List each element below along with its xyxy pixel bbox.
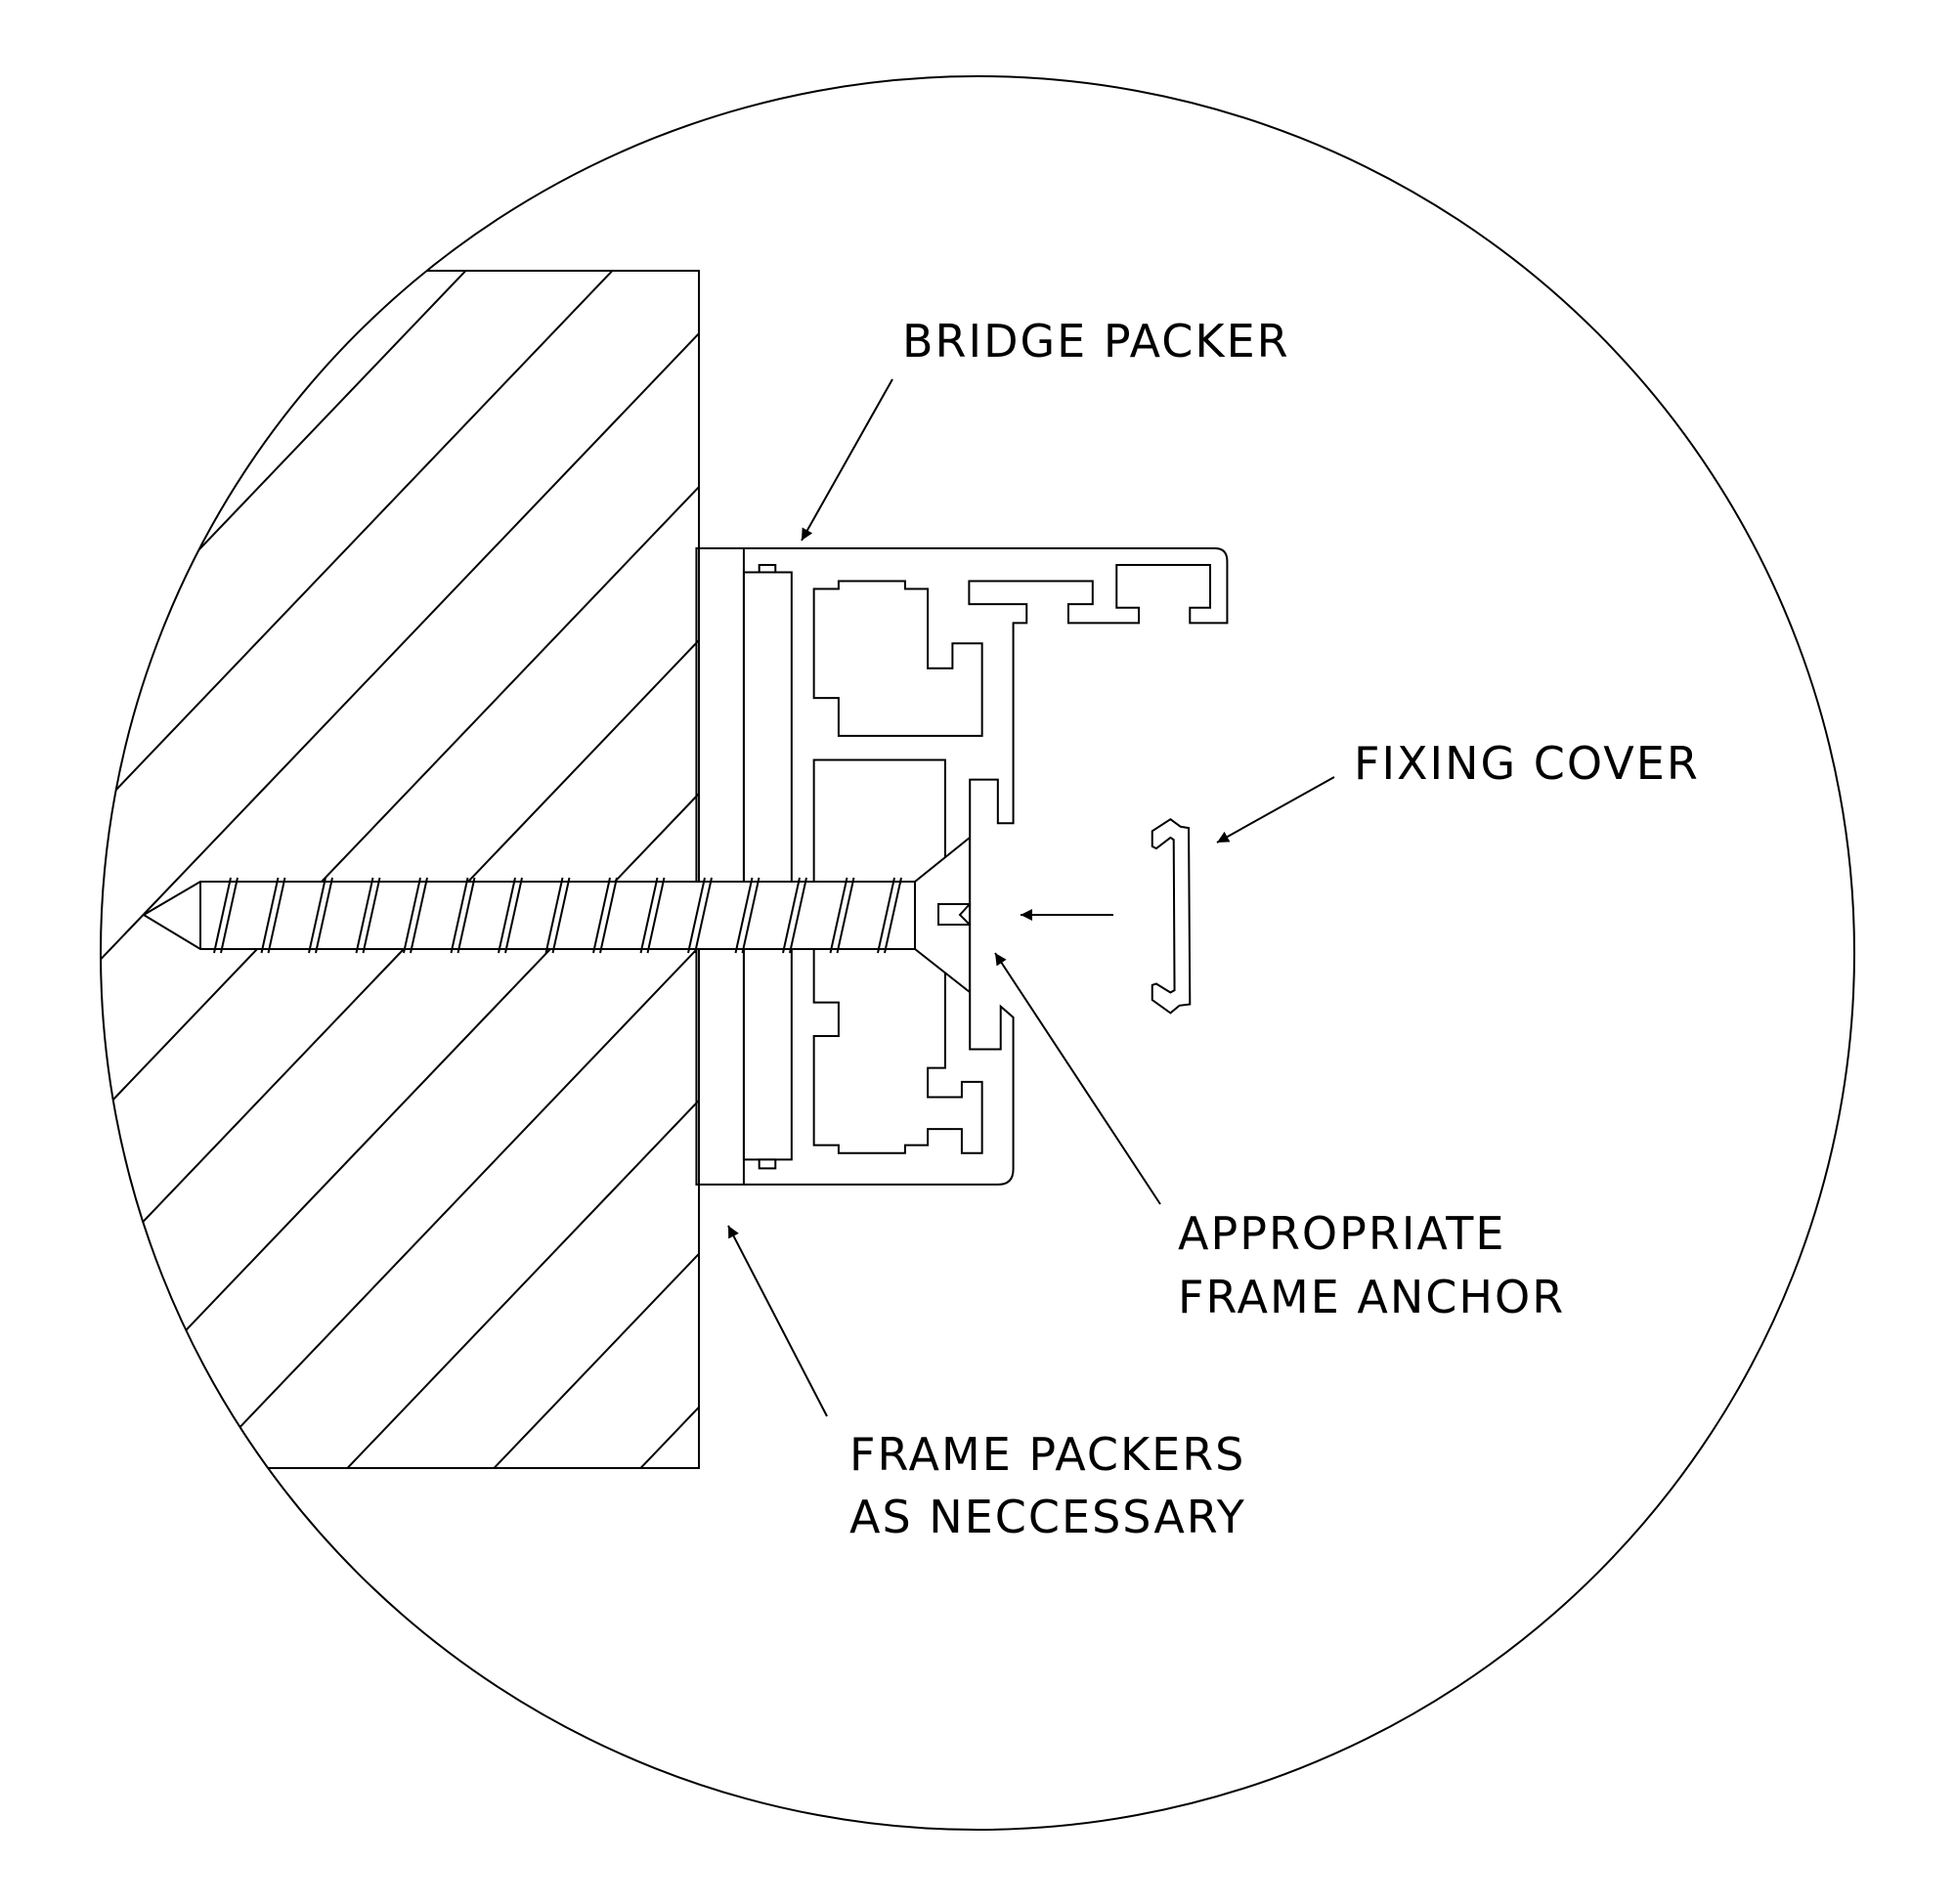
wall-hatch-line [586, 195, 1857, 1525]
thread-line [688, 878, 705, 953]
screw-drive-slot [938, 904, 970, 925]
fixing-cover-arrow [1217, 777, 1334, 843]
frame-profile-outline [744, 548, 1227, 1185]
thread-line [458, 878, 475, 953]
wall-hatching [0, 195, 1955, 1525]
detail-circle [101, 76, 1854, 1830]
bridge-packer [744, 573, 792, 1160]
wall-hatch-line [0, 195, 831, 1525]
fixing-cover-label: FIXING COVER [1354, 737, 1700, 790]
wall-hatch-line [440, 195, 1711, 1525]
frame-anchor-screw [144, 838, 970, 992]
wall-hatch-line [293, 195, 1564, 1525]
thread-line [546, 878, 563, 953]
frame-packers-label-line1: FRAME PACKERS [849, 1428, 1245, 1481]
thread-line [404, 878, 420, 953]
thread-line [885, 878, 901, 953]
window-frame-assembly [696, 548, 1227, 1185]
fixing-cover-shape [1152, 819, 1191, 1013]
thread-line [736, 878, 753, 953]
frame-anchor-arrow [995, 953, 1160, 1204]
thread-line [309, 878, 326, 953]
thread-line [790, 878, 806, 953]
wall-hatch-line [1026, 195, 1955, 1525]
thread-line [743, 878, 760, 953]
wall-hatch-line [0, 195, 1124, 1525]
thread-line [262, 878, 279, 953]
thread-line [783, 878, 800, 953]
thread-line [695, 878, 712, 953]
thread-line [838, 878, 854, 953]
thread-line [878, 878, 894, 953]
frame-upper-chamber [814, 581, 982, 735]
thread-line [600, 878, 617, 953]
thread-line [505, 878, 522, 953]
wall-hatch-line [880, 195, 1955, 1525]
frame-packers-label-line2: AS NECCESSARY [849, 1491, 1246, 1543]
wall-hatch-line [0, 195, 978, 1525]
thread-line [641, 878, 658, 953]
wall-hatch-line [0, 195, 684, 1525]
frame-anchor-label-line1: APPROPRIATE [1178, 1207, 1505, 1260]
wall-hatch-line [147, 195, 1417, 1525]
bridge-packer-label: BRIDGE PACKER [902, 315, 1290, 368]
thread-line [553, 878, 570, 953]
bridge-packer-arrow [802, 379, 892, 541]
packer-tab-bottom [760, 1159, 776, 1168]
thread-line [316, 878, 332, 953]
thread-line [214, 878, 231, 953]
thread-line [452, 878, 468, 953]
frame-anchor-label-line2: FRAME ANCHOR [1178, 1271, 1565, 1323]
thread-line [364, 878, 380, 953]
wall-hatch-line [1173, 195, 1955, 1525]
wall-hatch-line [1320, 195, 1955, 1525]
screw-threads [214, 878, 901, 953]
thread-line [269, 878, 285, 953]
frame-lower-chamber [814, 759, 982, 1152]
thread-line [499, 878, 515, 953]
packer-tab-top [760, 565, 776, 573]
wall-hatch-line [0, 195, 98, 1525]
frame-packers-arrow [728, 1226, 827, 1416]
wall-hatch-line [0, 195, 1271, 1525]
thread-line [593, 878, 610, 953]
wall-hatch-line [1466, 195, 1955, 1525]
frame-packer [696, 548, 743, 1185]
thread-line [831, 878, 847, 953]
wall-hatch-line [0, 195, 244, 1525]
wall-hatch-line [1613, 195, 1955, 1525]
thread-line [357, 878, 373, 953]
thread-line [648, 878, 665, 953]
thread-line [221, 878, 238, 953]
masonry-wall [0, 195, 1955, 1525]
wall-hatch-line [0, 195, 538, 1525]
thread-line [411, 878, 427, 953]
